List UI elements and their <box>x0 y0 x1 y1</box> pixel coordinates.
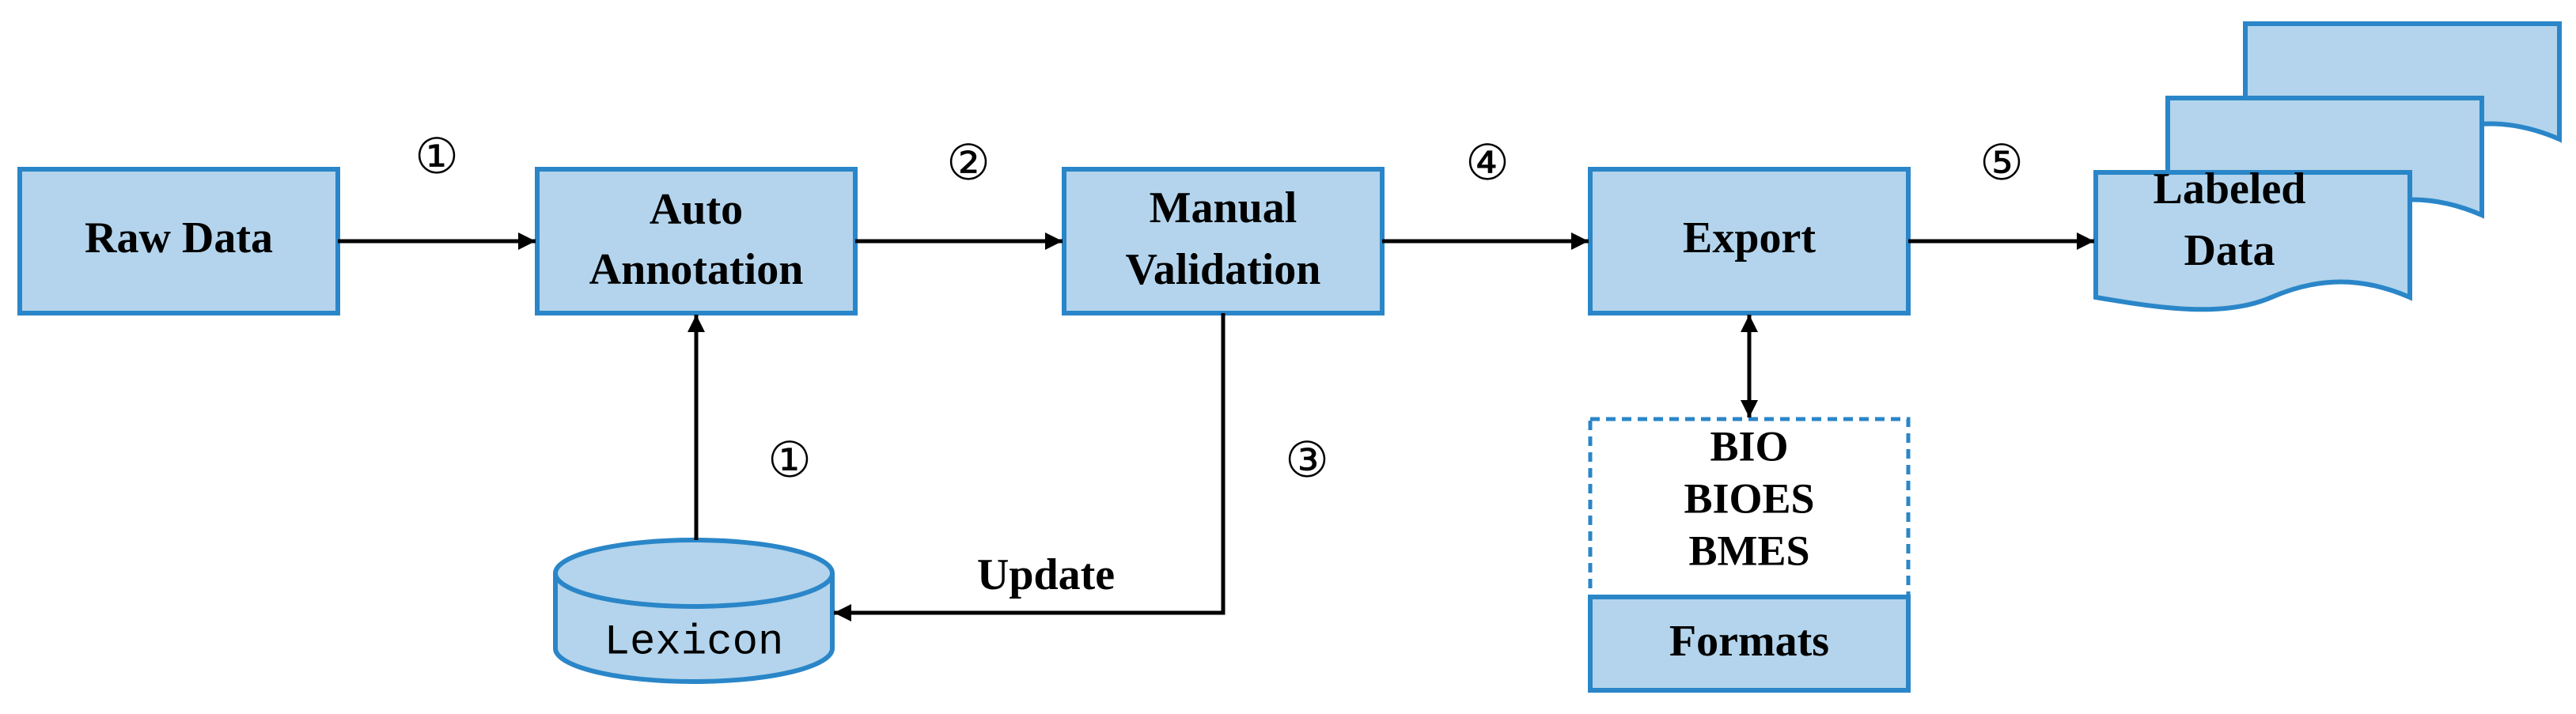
arrowhead-formats-down <box>1741 400 1758 417</box>
lexicon-label: Lexicon <box>604 618 784 667</box>
arrowhead-export-up <box>1741 315 1758 332</box>
arrowhead-lexicon-up <box>688 315 705 332</box>
step-2-marker: ② <box>946 134 991 191</box>
formats-title-label: Formats <box>1669 617 1829 666</box>
step-5-marker: ⑤ <box>1979 134 2024 191</box>
formats-title-box <box>1588 595 1911 693</box>
labeled-data-label-line2: Data <box>2184 226 2275 275</box>
manual-validation-label-line1: Manual <box>1150 183 1297 232</box>
step-1-marker-top: ① <box>415 127 459 185</box>
arrowhead-lexicon-left <box>834 604 851 621</box>
connectors <box>338 239 2094 615</box>
formats-item-bioes: BIOES <box>1684 474 1814 522</box>
arrowhead-auto <box>518 232 536 250</box>
export-label: Export <box>1683 213 1816 263</box>
raw-data-box <box>17 167 340 315</box>
lexicon-cylinder <box>553 538 835 684</box>
formats-dashed-box <box>1588 417 1911 599</box>
labeled-data-label-line1: Labeled <box>2154 164 2306 213</box>
arrowheads <box>518 232 2094 621</box>
labeled-data-documents <box>2093 21 2562 312</box>
auto-annotation-label-line1: Auto <box>650 185 743 234</box>
update-label: Update <box>977 550 1115 599</box>
arrowhead-labeled <box>2077 232 2094 250</box>
formats-item-bmes: BMES <box>1688 527 1809 574</box>
edge-manual-update-lexicon <box>834 313 1225 615</box>
arrowhead-export <box>1571 232 1589 250</box>
auto-annotation-box <box>535 167 858 315</box>
formats-item-bio: BIO <box>1710 422 1788 470</box>
raw-data-label: Raw Data <box>85 213 273 263</box>
document-front <box>2093 170 2412 312</box>
auto-annotation-label-line2: Annotation <box>589 245 804 294</box>
arrowhead-manual <box>1045 232 1063 250</box>
step-1-marker-lexicon: ① <box>767 431 812 489</box>
step-4-marker: ④ <box>1465 134 1510 191</box>
manual-validation-label-line2: Validation <box>1126 245 1321 294</box>
step-3-marker: ③ <box>1285 431 1329 489</box>
